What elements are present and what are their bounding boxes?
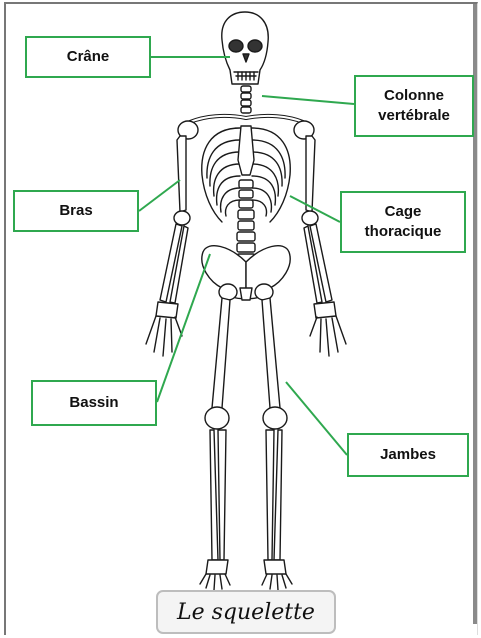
connector-jambes	[286, 382, 347, 455]
title-plate: Le squelette	[156, 590, 336, 634]
label-bassin-text: Bassin	[69, 393, 118, 413]
label-bassin: Bassin	[31, 380, 157, 426]
label-crane: Crâne	[25, 36, 151, 78]
label-cage-text: Cage thoracique	[365, 202, 442, 243]
skull	[222, 12, 268, 84]
left-arm	[146, 136, 190, 356]
label-colonne-vertebrale: Colonne vertébrale	[354, 75, 474, 137]
connector-colonne	[262, 96, 354, 104]
label-colonne-text: Colonne vertébrale	[378, 86, 450, 127]
cervical-spine	[241, 86, 251, 113]
label-jambes: Jambes	[347, 433, 469, 477]
label-crane-text: Crâne	[67, 47, 110, 67]
label-cage-thoracique: Cage thoracique	[340, 191, 466, 253]
diagram-title: Le squelette	[177, 600, 315, 625]
label-jambes-text: Jambes	[380, 445, 436, 465]
label-bras: Bras	[13, 190, 139, 232]
right-leg	[262, 298, 292, 590]
left-leg	[200, 298, 230, 590]
connector-bras	[139, 180, 180, 211]
spine	[237, 180, 255, 263]
label-bras-text: Bras	[59, 201, 92, 221]
